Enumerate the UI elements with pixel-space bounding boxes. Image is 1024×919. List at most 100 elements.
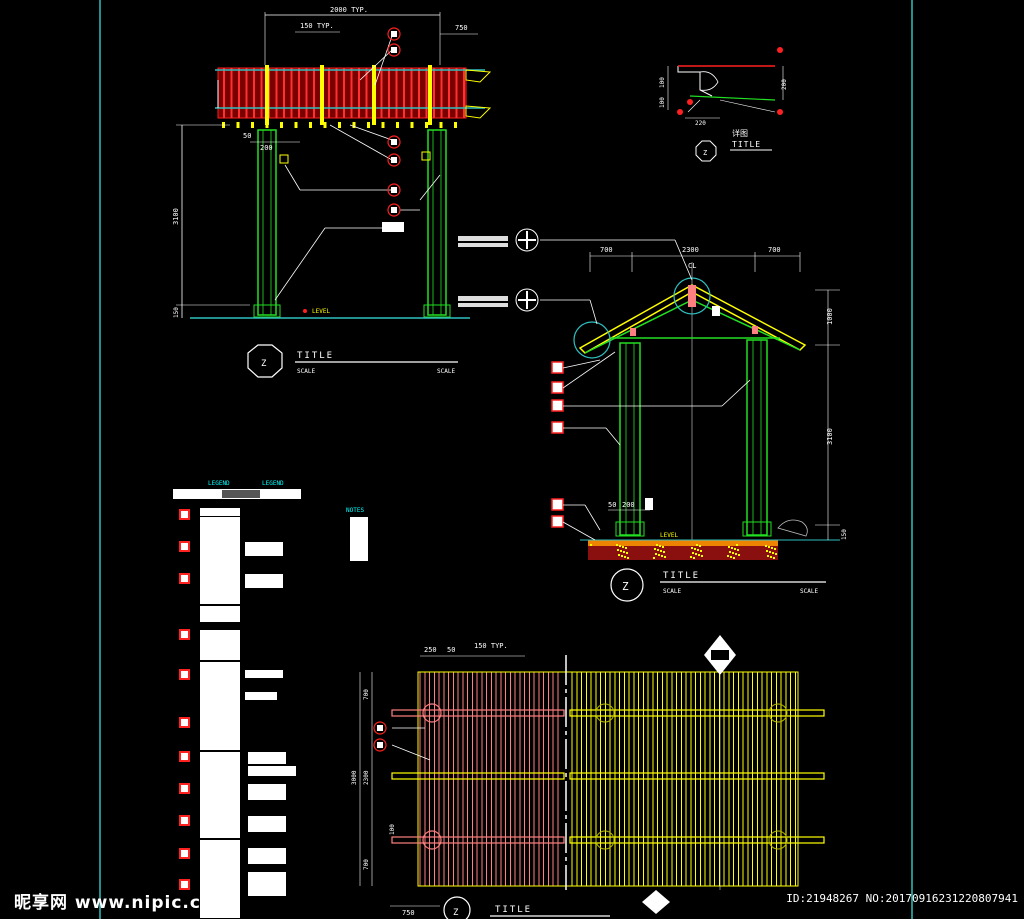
gravel-speck bbox=[655, 553, 657, 555]
legend-tag bbox=[179, 541, 190, 552]
legend-header-1: LEGEND bbox=[208, 480, 230, 487]
gravel-speck bbox=[662, 546, 664, 548]
callout-tag bbox=[551, 381, 564, 394]
sec-dim-right: 700 bbox=[768, 246, 781, 254]
gravel-speck bbox=[734, 548, 736, 550]
scale-1b: SCALE bbox=[437, 368, 455, 375]
callout-tag bbox=[551, 421, 564, 434]
legend-tag bbox=[179, 879, 190, 890]
gravel-speck bbox=[775, 553, 777, 555]
legend-tag bbox=[179, 509, 190, 520]
callout-tag bbox=[387, 43, 401, 57]
scale-1a: SCALE bbox=[297, 368, 315, 375]
title-tag-detail: Z bbox=[703, 149, 707, 157]
dim-post-50: 50 bbox=[243, 132, 251, 140]
gravel-speck bbox=[661, 555, 663, 557]
gravel-speck bbox=[769, 551, 771, 553]
callout-tag bbox=[373, 721, 387, 735]
roof-plan: 250 50 150 TYP. 700 3000 2300 100 700 bbox=[351, 635, 825, 919]
callout-tag-fill bbox=[377, 742, 383, 748]
gravel-speck bbox=[617, 549, 619, 551]
title-tag-1: Z bbox=[261, 359, 267, 369]
title-detail: TITLE bbox=[732, 140, 761, 149]
legend-tag bbox=[179, 573, 190, 584]
gravel-speck bbox=[663, 551, 665, 553]
sec-level: LEVEL bbox=[660, 532, 678, 539]
rafter-end bbox=[251, 122, 254, 128]
rafter-end bbox=[367, 122, 370, 128]
callout-tag-fill bbox=[391, 157, 397, 163]
gravel-speck bbox=[656, 544, 658, 546]
callout-tag bbox=[373, 738, 387, 752]
sec-dim-post-50: 50 bbox=[608, 501, 616, 509]
sec-dim-left: 700 bbox=[600, 246, 613, 254]
gravel-speck bbox=[654, 548, 656, 550]
callout-tag-fill bbox=[391, 31, 397, 37]
rafter-end bbox=[265, 122, 269, 128]
detail-dim-2: 100 bbox=[659, 97, 666, 108]
callout-tag bbox=[551, 515, 564, 528]
gravel-speck bbox=[773, 557, 775, 559]
callout-tag bbox=[387, 183, 401, 197]
callout-tag bbox=[387, 135, 401, 149]
callout-tag-fill bbox=[391, 47, 397, 53]
gravel-speck bbox=[770, 556, 772, 558]
callout-tag-fill bbox=[377, 725, 383, 731]
callout-tag bbox=[551, 498, 564, 511]
gravel-speck bbox=[732, 552, 734, 554]
gravel-speck bbox=[660, 550, 662, 552]
gravel-speck bbox=[626, 552, 628, 554]
gravel-speck bbox=[765, 545, 767, 547]
sec-dim-roof: 1000 bbox=[826, 308, 834, 325]
gravel-speck bbox=[727, 555, 729, 557]
legend-tag bbox=[179, 717, 190, 728]
gravel-speck bbox=[623, 551, 625, 553]
gravel-speck bbox=[618, 554, 620, 556]
gravel-speck bbox=[695, 553, 697, 555]
sec-dim-base: 150 bbox=[841, 529, 848, 540]
plan-side-2300: 2300 bbox=[363, 770, 370, 785]
callout-tag bbox=[551, 399, 564, 412]
gravel-speck bbox=[700, 550, 702, 552]
gravel-speck bbox=[772, 552, 774, 554]
gravel-speck bbox=[696, 544, 698, 546]
plan-dim-bottom: 750 bbox=[402, 909, 415, 917]
legend-tag bbox=[179, 783, 190, 794]
callout-tag bbox=[387, 203, 401, 217]
plan-side-3000: 3000 bbox=[351, 770, 358, 785]
dim-sub-typ: 150 TYP. bbox=[300, 22, 334, 30]
gravel-speck bbox=[698, 554, 700, 556]
title-tag-2: Z bbox=[622, 580, 629, 593]
watermark-site: 昵享网 www.nipic.cn bbox=[14, 893, 215, 913]
watermark-id: ID:21948267 NO:20170916231220807941 bbox=[786, 892, 1018, 905]
gravel-speck bbox=[616, 544, 618, 546]
rafter-end bbox=[309, 122, 312, 128]
dim-post-200: 200 bbox=[260, 144, 273, 152]
callout-tag-fill bbox=[391, 139, 397, 145]
gravel-speck bbox=[690, 556, 692, 558]
gravel-speck bbox=[657, 549, 659, 551]
gravel-speck bbox=[590, 544, 592, 546]
sec-dim-height: 3100 bbox=[826, 428, 834, 445]
sheet-border bbox=[99, 0, 913, 919]
gravel-speck bbox=[621, 555, 623, 557]
rafter-end bbox=[396, 122, 399, 128]
gravel-speck bbox=[699, 545, 701, 547]
plan-side-700a: 700 bbox=[363, 689, 370, 700]
level-label: LEVEL bbox=[312, 308, 330, 315]
plan-side-100: 100 bbox=[389, 824, 396, 835]
title-tag-3: Z bbox=[453, 908, 459, 918]
gravel-speck bbox=[658, 554, 660, 556]
scale-2a: SCALE bbox=[663, 588, 681, 595]
plan-side-700b: 700 bbox=[363, 859, 370, 870]
gravel-speck bbox=[737, 549, 739, 551]
gravel-speck bbox=[622, 546, 624, 548]
detail-label: 详图 bbox=[732, 128, 748, 138]
rafter-end bbox=[236, 122, 240, 128]
gravel-speck bbox=[664, 556, 666, 558]
gravel-speck bbox=[774, 548, 776, 550]
rafter-end bbox=[439, 122, 443, 128]
callout-tag bbox=[551, 361, 564, 374]
gravel-speck bbox=[738, 554, 740, 556]
gravel-speck bbox=[694, 548, 696, 550]
